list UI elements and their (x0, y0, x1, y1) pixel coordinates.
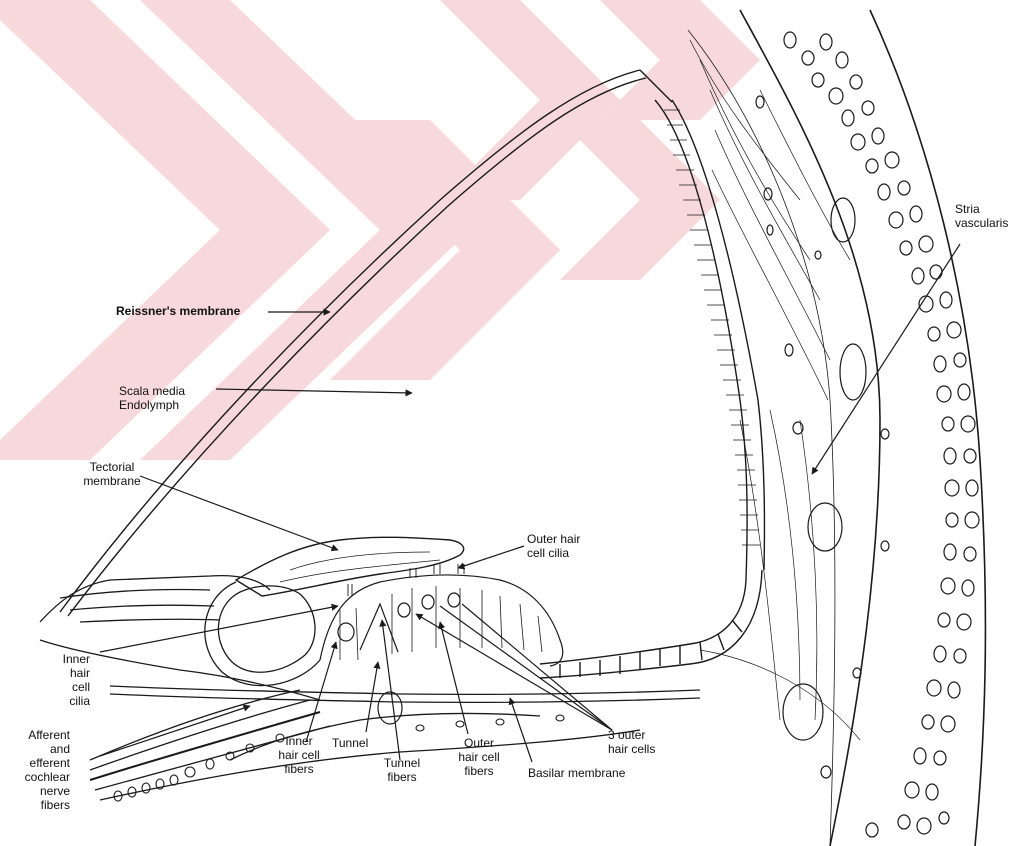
label-tunnel: Tunnel (332, 736, 368, 750)
arrow-inner-cilia (100, 606, 338, 652)
arrow-tectorial (140, 476, 338, 550)
label-inner-hair-cell-cilia: Inner hair cell cilia (20, 652, 90, 708)
tectorial-membrane-shape (236, 537, 464, 596)
label-tectorial-membrane: Tectorial membrane (62, 460, 162, 488)
arrow-tunnel (366, 662, 378, 732)
outer-sulcus (540, 570, 762, 678)
arrow-3-outer-2 (440, 606, 612, 730)
label-basilar-membrane: Basilar membrane (528, 766, 625, 780)
organ-of-corti (320, 564, 563, 724)
label-afferent-efferent-fibers: Afferent and efferent cochlear nerve fib… (4, 728, 70, 812)
arrow-3-outer-3 (462, 604, 612, 730)
inner-sulcus (205, 582, 320, 686)
arrow-outer-cilia (458, 546, 524, 568)
arrow-tunnel-fibers (382, 620, 400, 760)
watermark (0, 0, 760, 460)
label-outer-hair-cell-cilia: Outer hair cell cilia (527, 532, 580, 560)
arrow-outer-fibers (440, 622, 468, 734)
label-outer-hair-cell-fibers: Outer hair cell fibers (444, 736, 514, 778)
label-reissners-membrane: Reissner's membrane (116, 304, 240, 318)
label-stria-vascularis: Stria vascularis (955, 202, 1008, 230)
bony-wall (688, 10, 985, 846)
arrow-3-outer-1 (416, 614, 612, 730)
label-tunnel-fibers: Tunnel fibers (372, 756, 432, 784)
label-inner-hair-cell-fibers: Inner hair cell fibers (264, 734, 334, 776)
arrow-stria (812, 244, 960, 474)
label-scala-media: Scala media Endolymph (119, 384, 185, 412)
arrow-nerve (100, 706, 250, 756)
label-3-outer-hair-cells: 3 outer hair cells (608, 728, 655, 756)
